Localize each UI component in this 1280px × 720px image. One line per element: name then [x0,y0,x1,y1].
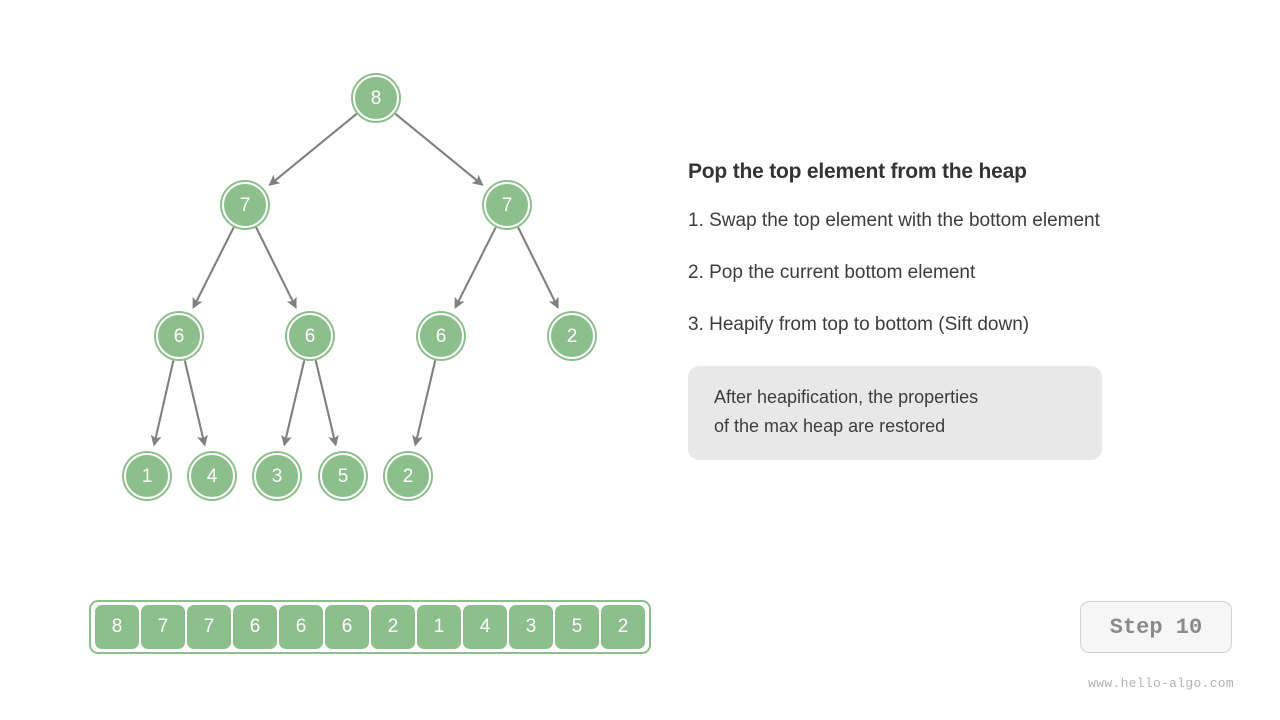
tree-node-value: 3 [271,465,283,487]
tree-node-n7: 1 [124,453,170,499]
tree-node-n8: 4 [189,453,235,499]
tree-node-n4: 6 [287,313,333,359]
array-cell-0: 8 [95,605,139,649]
tree-node-value: 7 [239,194,251,216]
tree-node-n9: 3 [254,453,300,499]
array-cell-7: 1 [417,605,461,649]
note-line-2: of the max heap are restored [714,416,946,436]
tree-edge-n3-n8 [183,360,208,447]
tree-node-value: 6 [435,325,447,347]
array-cell-10: 5 [555,605,599,649]
tree-node-n2: 7 [484,182,530,228]
tree-edge-n2-n6 [517,226,559,309]
array-cell-8: 4 [463,605,507,649]
array-cell-value: 7 [157,616,169,637]
tree-node-n1: 7 [222,182,268,228]
tree-node-value: 2 [402,465,414,487]
tree-node-value: 6 [304,325,316,347]
heap-tree-diagram: 8 7 7 6 6 6 2 1 4 3 5 2 [0,0,680,540]
array-cell-value: 1 [433,616,445,637]
explanation-step-1: 1. Swap the top element with the bottom … [688,210,1100,231]
tree-edge-n1-n4 [255,226,297,309]
array-cell-3: 6 [233,605,277,649]
explanation-step-2: 2. Pop the current bottom element [688,262,976,283]
tree-node-n0: 8 [353,75,399,121]
tree-edge-n5-n11 [412,360,437,447]
tree-node-value: 1 [141,465,153,487]
site-watermark: www.hello-algo.com [1088,676,1234,691]
array-cell-value: 3 [525,616,537,637]
tree-edge-n2-n5 [454,226,497,309]
explanation-step-3: 3. Heapify from top to bottom (Sift down… [688,314,1030,335]
tree-edges-layer [150,113,559,447]
array-cell-2: 7 [187,605,231,649]
array-cell-value: 7 [203,616,215,637]
array-cell-11: 2 [601,605,645,649]
array-cell-9: 3 [509,605,553,649]
tree-node-value: 2 [566,325,578,347]
tree-node-value: 4 [206,465,218,487]
tree-edge-n0-n2 [394,113,484,186]
array-cell-1: 7 [141,605,185,649]
array-cell-5: 6 [325,605,369,649]
tree-node-value: 5 [337,465,349,487]
tree-edge-n0-n1 [268,113,358,186]
array-cell-value: 4 [479,616,491,637]
array-cell-value: 6 [295,616,307,637]
note-line-1: After heapification, the properties [714,387,979,407]
tree-node-n11: 2 [385,453,431,499]
tree-node-value: 8 [370,87,382,109]
tree-edge-n3-n7 [150,360,175,447]
page-title: Pop the top element from the heap [688,160,1027,183]
tree-edge-n4-n10 [314,360,339,447]
tree-node-n6: 2 [549,313,595,359]
note-callout-box: After heapification, the properties of t… [688,366,1102,460]
array-cell-value: 2 [387,616,399,637]
array-cell-value: 2 [617,616,629,637]
array-cell-value: 6 [249,616,261,637]
tree-node-value: 6 [173,325,185,347]
step-counter-badge: Step 10 [1080,601,1232,653]
tree-node-n10: 5 [320,453,366,499]
tree-node-n3: 6 [156,313,202,359]
tree-edge-n4-n9 [281,360,306,447]
array-cell-value: 8 [111,616,123,637]
array-cell-4: 6 [279,605,323,649]
tree-node-value: 7 [501,194,513,216]
explanation-panel: Pop the top element from the heap 1. Swa… [688,160,1248,460]
tree-node-n5: 6 [418,313,464,359]
array-cell-value: 6 [341,616,353,637]
tree-edge-n1-n3 [192,226,235,309]
heap-array-row: 8 7 7 6 6 6 2 1 4 3 5 2 [89,600,651,654]
array-cell-value: 5 [571,616,583,637]
array-cell-6: 2 [371,605,415,649]
